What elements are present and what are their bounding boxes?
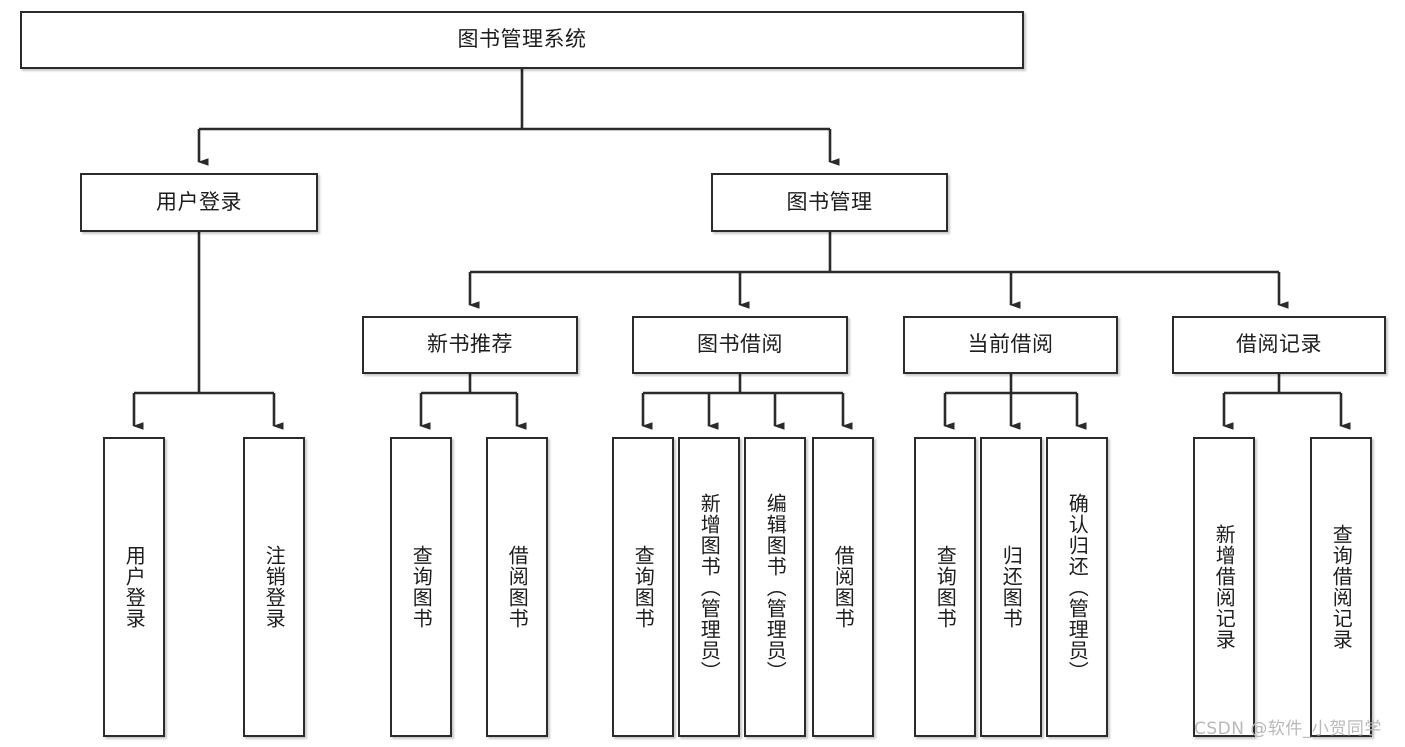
node-label: 编辑图书（管理员）: [763, 492, 788, 682]
node-label: 查询图书: [631, 545, 656, 629]
node-leaf_edit_book[interactable]: 编辑图书（管理员）: [744, 437, 806, 737]
node-leaf_return[interactable]: 归还图书: [980, 437, 1042, 737]
node-label: 新增图书（管理员）: [697, 492, 722, 682]
node-label: 查询图书: [409, 545, 434, 629]
node-leaf_user_login[interactable]: 用户登录: [103, 437, 165, 737]
node-label: 当前借阅: [967, 332, 1054, 357]
node-leaf_query_b2[interactable]: 查询图书: [612, 437, 674, 737]
node-label: 借阅图书: [831, 545, 856, 629]
node-label: 用户登录: [122, 545, 147, 629]
node-current_borrow[interactable]: 当前借阅: [903, 316, 1118, 374]
node-leaf_add_book[interactable]: 新增图书（管理员）: [678, 437, 740, 737]
node-label: 图书管理系统: [457, 27, 587, 52]
node-leaf_query_b1[interactable]: 查询图书: [390, 437, 452, 737]
node-leaf_logout[interactable]: 注销登录: [243, 437, 305, 737]
node-label: 借阅记录: [1236, 332, 1322, 357]
node-book_borrow[interactable]: 图书借阅: [632, 316, 848, 374]
node-label: 新增借阅记录: [1212, 524, 1237, 650]
node-leaf_query_rec[interactable]: 查询借阅记录: [1310, 437, 1372, 737]
node-leaf_query_b3[interactable]: 查询图书: [914, 437, 976, 737]
node-new_book_rec[interactable]: 新书推荐: [362, 316, 578, 374]
node-label: 注销登录: [262, 545, 287, 629]
node-root[interactable]: 图书管理系统: [20, 11, 1024, 69]
node-leaf_confirm[interactable]: 确认归还（管理员）: [1046, 437, 1108, 737]
node-book_manage[interactable]: 图书管理: [711, 173, 948, 232]
node-leaf_add_rec[interactable]: 新增借阅记录: [1193, 437, 1255, 737]
node-label: 查询图书: [933, 545, 958, 629]
node-label: 图书借阅: [697, 332, 783, 357]
node-leaf_borrow_b2[interactable]: 借阅图书: [812, 437, 874, 737]
node-user_login[interactable]: 用户登录: [80, 173, 318, 232]
node-label: 借阅图书: [505, 545, 530, 629]
csdn-watermark: CSDN @软件_小贺同学: [1194, 719, 1382, 739]
node-leaf_borrow_b1[interactable]: 借阅图书: [486, 437, 548, 737]
node-label: 确认归还（管理员）: [1065, 492, 1090, 682]
node-label: 归还图书: [999, 545, 1024, 629]
node-label: 查询借阅记录: [1329, 524, 1354, 650]
node-label: 用户登录: [156, 189, 242, 214]
node-borrow_record[interactable]: 借阅记录: [1172, 316, 1386, 374]
node-label: 新书推荐: [427, 332, 513, 357]
node-label: 图书管理: [786, 189, 873, 214]
